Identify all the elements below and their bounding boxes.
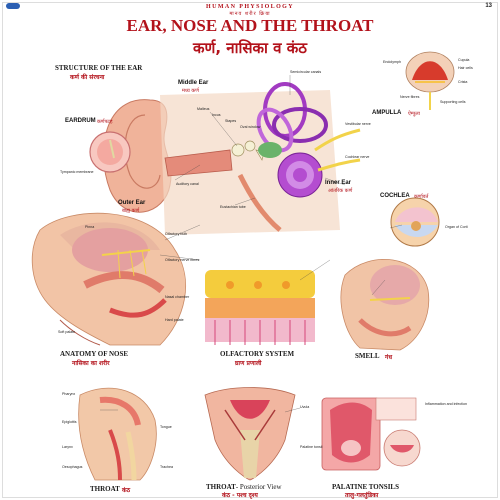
smell-illustration (340, 258, 430, 351)
section-title-ear: STRUCTURE OF THE EAR (55, 64, 143, 72)
label-endolymph: Endolymph (383, 60, 401, 64)
label-inflammation: Inflammation and infection (425, 402, 467, 406)
label-nasal-chamber: Nasal chamber (165, 295, 190, 299)
series-title-hindi: मानव शरीर क्रिया (229, 11, 271, 17)
poster-title-hindi: कर्ण, नासिका व कंठ (193, 39, 307, 57)
label-pointers (100, 75, 403, 413)
label-tongue: Tongue (160, 425, 172, 429)
label-uvula: Uvula (300, 405, 310, 409)
label-auditory-canal: Auditory canal (176, 182, 199, 186)
label-outer-ear-hindi: बाह्य कर्ण (122, 208, 140, 214)
label-malleus: Malleus (197, 107, 210, 111)
olfactory-illustration (205, 270, 315, 345)
label-pinna: Pinna (85, 225, 95, 229)
section-title-throat-posterior: THROAT- Posterior View (206, 483, 282, 491)
ampulla-illustration (405, 51, 455, 110)
label-stapes: Stapes (225, 119, 237, 123)
label-tonsil: Palatine tonsil (300, 445, 323, 449)
label-middle-ear-hindi: मध्य कर्ण (182, 88, 199, 94)
label-semicircular: Semicircular canals (290, 70, 322, 74)
label-organ-corti: Organ of Corti (445, 225, 468, 229)
label-cochlear-nerve: Cochlear nerve (345, 155, 370, 159)
section-title-throat-hindi: कंठ (122, 487, 131, 494)
page-number: 13 (485, 3, 492, 9)
label-vestibular-nerve: Vestibular nerve (345, 122, 371, 126)
label-larynx: Larynx (62, 445, 73, 449)
label-outer-ear: Outer Ear (118, 200, 146, 206)
label-eardrum-hindi: कर्णपटह (97, 119, 113, 125)
label-oval-window: Oval window (240, 125, 261, 129)
section-title-olfactory: OLFACTORY SYSTEM (220, 350, 295, 358)
label-eustachian-tube: Eustachian tube (220, 205, 246, 209)
section-title-nose-hindi: नासिका का शरीर (72, 360, 110, 367)
publisher-logo (6, 3, 20, 9)
throat-posterior-illustration (204, 387, 296, 481)
cochlea-illustration (390, 197, 440, 247)
label-inner-ear-hindi: आंतरिक कर्ण (328, 188, 353, 194)
section-title-olfactory-hindi: घ्राण प्रणाली (235, 360, 262, 367)
label-hair-cells: Hair cells (458, 66, 473, 70)
eardrum-illustration (89, 131, 131, 173)
label-incus: Incus (212, 113, 221, 117)
label-trachea: Trachea (160, 465, 174, 469)
label-cupula: Cupula (458, 58, 470, 62)
section-title-smell: SMELL (355, 352, 380, 360)
section-title-smell-hindi: गंध (385, 354, 393, 361)
series-title: HUMAN PHYSIOLOGY (206, 4, 294, 10)
label-epiglottis: Epiglottis (62, 420, 77, 424)
tonsils-illustration (321, 397, 421, 471)
label-inner-ear: Inner Ear (325, 180, 352, 186)
label-pharynx: Pharynx (62, 392, 76, 396)
ear-illustration (103, 82, 361, 235)
label-ampulla: AMPULLA (372, 110, 402, 116)
nose-illustration (31, 212, 187, 346)
label-middle-ear: Middle Ear (178, 80, 209, 86)
section-title-throat-posterior-hindi: कंठ - पश्च दृश्य (222, 492, 258, 499)
section-title-nose: ANATOMY OF NOSE (60, 350, 129, 358)
label-supporting-cells: Supporting cells (440, 100, 466, 104)
label-ampulla-hindi: ऐम्पुला (408, 111, 420, 117)
poster-title: EAR, NOSE AND THE THROAT (126, 16, 374, 35)
label-cochlea-hindi: कर्णावर्त (414, 194, 429, 200)
section-title-throat: THROAT (90, 485, 120, 493)
section-title-ear-hindi: कर्ण की संरचना (70, 74, 105, 81)
label-olfactory-nerve: Olfactory nerve fibres (165, 258, 200, 262)
label-eardrum: EARDRUM (65, 118, 96, 124)
section-title-tonsils-hindi: तालु-गलतुंडिका (345, 492, 379, 499)
label-nerve-fibres: Nerve fibres (400, 95, 420, 99)
label-crista: Crista (458, 80, 468, 84)
label-soft-palate: Soft palate (58, 330, 76, 334)
section-title-tonsils: PALATINE TONSILS (332, 483, 399, 491)
label-tympanic: Tympanic membrane (60, 170, 94, 174)
label-oesophagus: Oesophagus (62, 465, 83, 469)
label-olfactory-bulb: Olfactory bulb (165, 232, 188, 236)
label-cochlea: COCHLEA (380, 193, 410, 199)
label-hard-palate: Hard palate (165, 318, 184, 322)
throat-illustration (78, 387, 157, 481)
